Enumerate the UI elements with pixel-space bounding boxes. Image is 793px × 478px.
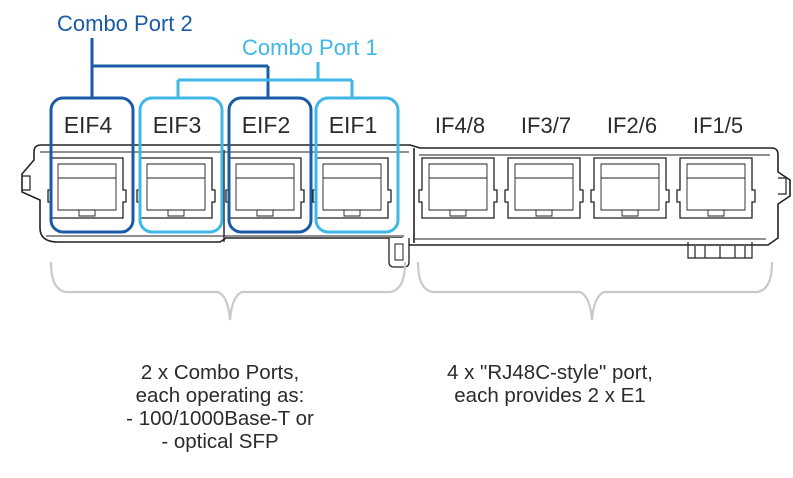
port-eif1-label: EIF1 <box>329 112 378 138</box>
port-eif2: EIF2 <box>225 96 313 234</box>
port-if2-6-jack <box>590 157 670 219</box>
callout-combo-port-1: Combo Port 1 <box>242 35 378 60</box>
panel-outline <box>21 144 791 246</box>
callout-combo-port-2: Combo Port 2 <box>57 11 193 36</box>
port-if2-6-clip <box>621 210 639 217</box>
port-eif1: EIF1 <box>312 96 400 234</box>
port-eif3-highlight <box>138 96 224 234</box>
port-if3-7-opening <box>514 163 574 211</box>
port-if3-7-clip <box>535 210 553 217</box>
port-if4-8: IF4/8 <box>418 113 498 219</box>
port-eif2-label: EIF2 <box>242 112 291 138</box>
e1-ports-description: 4 x "RJ48C-style" port, each provides 2 … <box>400 361 700 407</box>
port-if2-6-opening <box>600 163 660 211</box>
right-latch <box>778 177 787 195</box>
combo-bracket <box>49 261 407 321</box>
combo-note-line-3: - 100/1000Base-T or <box>126 407 314 430</box>
port-eif4-opening <box>57 163 117 211</box>
bottom-tab-slot <box>394 243 404 261</box>
combo-note-line-2: each operating as: <box>135 384 305 407</box>
combo-note-line-1: 2 x Combo Ports, <box>140 361 300 384</box>
e1-note-line-1: 4 x "RJ48C-style" port, <box>447 361 653 384</box>
port-if3-7: IF3/7 <box>504 113 584 219</box>
port-if2-6: IF2/6 <box>590 113 670 219</box>
port-eif3-clip <box>167 210 185 217</box>
bottom-tab <box>388 238 410 268</box>
port-if3-7-jack <box>504 157 584 219</box>
port-eif2-jack <box>225 157 305 219</box>
port-eif3-jack <box>136 157 216 219</box>
port-eif1-highlight <box>314 96 400 234</box>
combo-port-1-connector <box>176 62 354 97</box>
port-eif3-opening <box>146 163 206 211</box>
e1-bracket <box>416 261 774 321</box>
port-eif2-opening <box>235 163 295 211</box>
port-eif4: EIF4 <box>47 96 135 234</box>
bottom-connector <box>687 242 753 259</box>
port-eif4-highlight <box>49 96 135 234</box>
combo-ports-description: 2 x Combo Ports, each operating as: - 10… <box>100 361 340 453</box>
combo-note-line-4: - optical SFP <box>161 430 279 453</box>
port-if4-8-label: IF4/8 <box>435 113 485 138</box>
port-if2-6-label: IF2/6 <box>607 113 657 138</box>
port-eif1-clip <box>343 210 361 217</box>
port-if3-7-label: IF3/7 <box>521 113 571 138</box>
port-if1-5: IF1/5 <box>676 113 756 219</box>
port-eif4-label: EIF4 <box>64 112 113 138</box>
port-eif2-clip <box>256 210 274 217</box>
port-if1-5-label: IF1/5 <box>693 113 743 138</box>
left-latch <box>22 175 31 191</box>
port-if4-8-opening <box>428 163 488 211</box>
port-row: EIF4 EIF3 EIF2 EIF1 IF4/8 IF3/7 IF2/6 IF1/5 <box>47 96 756 234</box>
port-eif2-highlight <box>227 96 313 234</box>
port-eif4-jack <box>47 157 127 219</box>
port-eif1-opening <box>322 163 382 211</box>
port-eif3: EIF3 <box>136 96 224 234</box>
port-if4-8-jack <box>418 157 498 219</box>
e1-note-line-2: each provides 2 x E1 <box>454 384 646 407</box>
port-if4-8-clip <box>449 210 467 217</box>
port-eif3-label: EIF3 <box>153 112 202 138</box>
port-if1-5-jack <box>676 157 756 219</box>
port-if1-5-clip <box>707 210 725 217</box>
port-eif4-clip <box>78 210 96 217</box>
port-if1-5-opening <box>686 163 746 211</box>
port-eif1-jack <box>312 157 392 219</box>
combo-port-2-connector <box>90 38 270 97</box>
